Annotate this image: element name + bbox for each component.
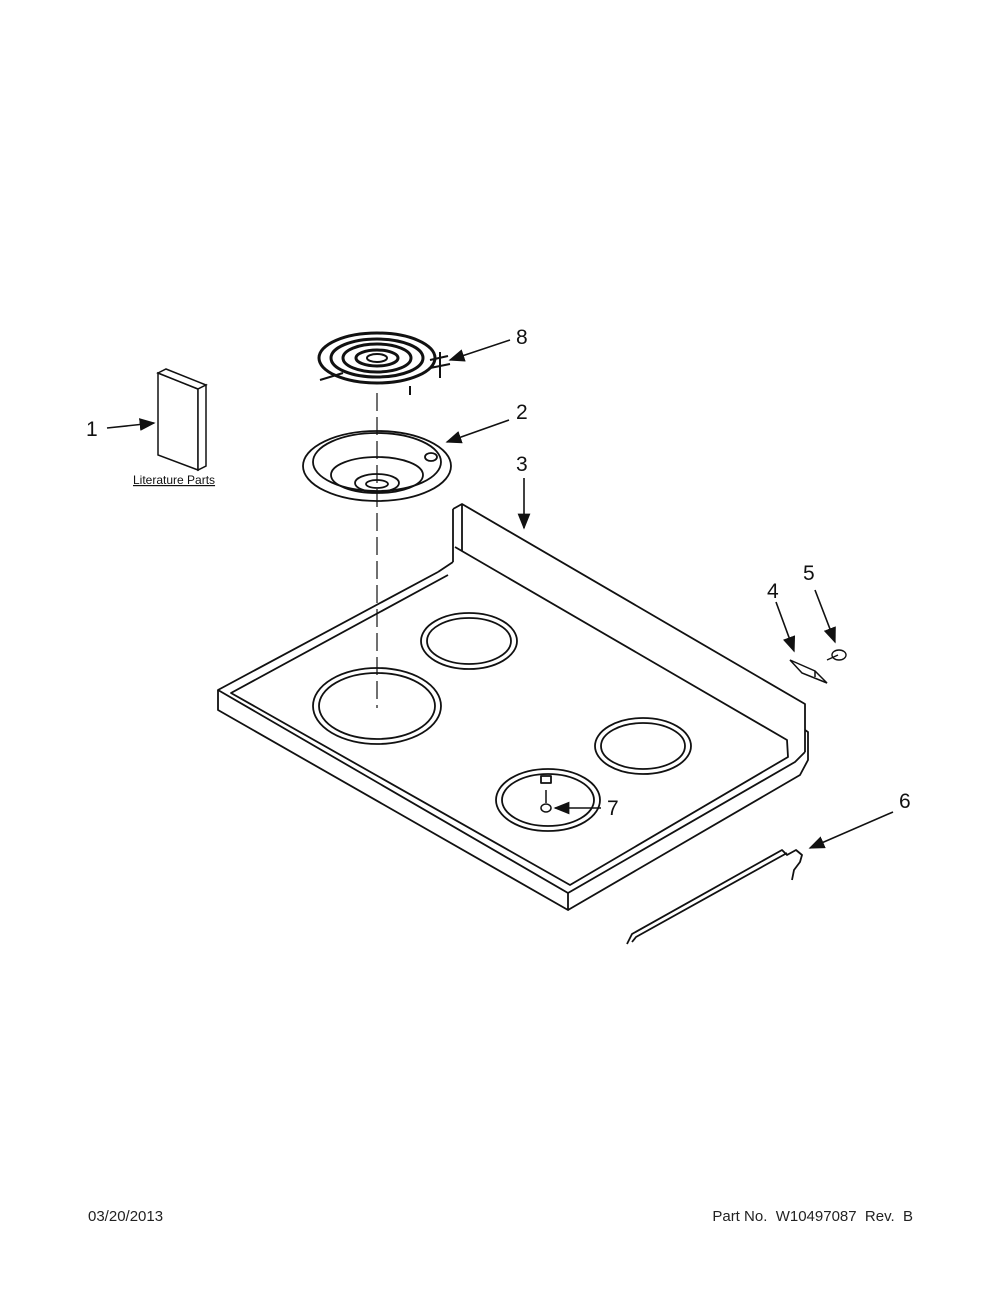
screw bbox=[540, 790, 552, 813]
callout-4: 4 bbox=[767, 580, 779, 603]
callout-2: 2 bbox=[516, 401, 528, 424]
literature-parts-label: Literature Parts bbox=[133, 473, 215, 487]
bracket bbox=[789, 659, 828, 684]
main-cooktop bbox=[217, 503, 809, 911]
callout-8: 8 bbox=[516, 326, 528, 349]
support-rod bbox=[626, 849, 803, 945]
surface-element-coil bbox=[317, 331, 451, 395]
callout-5: 5 bbox=[803, 562, 815, 585]
bracket-screw bbox=[826, 649, 847, 661]
callout-6: 6 bbox=[899, 790, 911, 813]
callout-3: 3 bbox=[516, 453, 528, 476]
footer-date: 03/20/2013 bbox=[88, 1208, 164, 1225]
callout-7: 7 bbox=[607, 797, 619, 820]
callout-leaders bbox=[106, 339, 894, 849]
footer-part-number: Part No. W10497087 Rev. B bbox=[712, 1208, 913, 1225]
literature-parts-card bbox=[156, 368, 208, 472]
callout-1: 1 bbox=[86, 418, 98, 441]
